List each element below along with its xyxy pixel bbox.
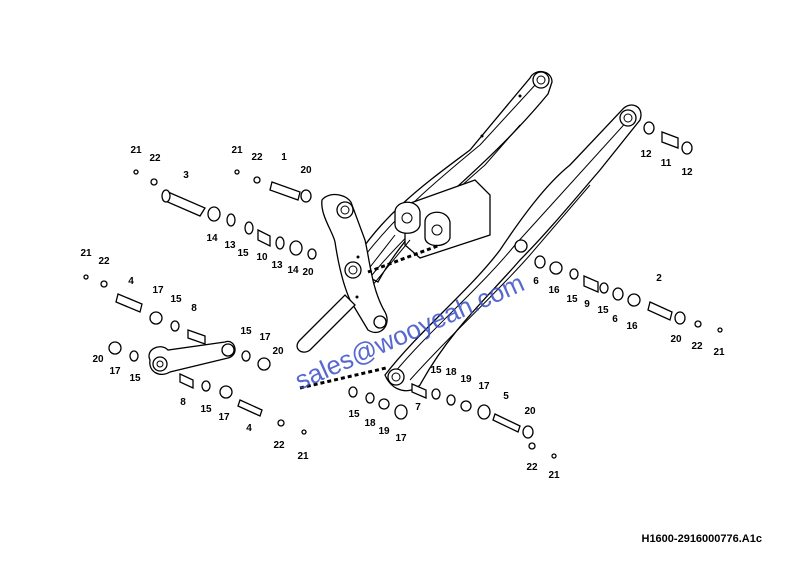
pin-1-assembly (234, 169, 312, 203)
callout-c11: 10 (256, 252, 268, 263)
callout-c17: 4 (128, 276, 134, 287)
callout-c23: 20 (272, 346, 284, 357)
drawing-code: H1600-2916000776.A1c (641, 533, 763, 545)
callout-c53: 18 (445, 367, 457, 378)
pin-4-upper-assembly (83, 274, 271, 371)
callout-c21: 15 (240, 326, 252, 337)
callout-c58: 22 (526, 462, 538, 473)
callout-c8: 14 (206, 233, 218, 244)
callout-c14: 20 (302, 267, 314, 278)
callout-c59: 21 (548, 470, 560, 481)
callout-c19: 15 (170, 294, 182, 305)
pin-4-lower-assembly (108, 341, 307, 435)
callout-c30: 4 (246, 423, 252, 434)
callout-c47: 15 (348, 409, 360, 420)
callout-c38: 15 (566, 294, 578, 305)
bellcrank-lever (296, 193, 388, 353)
pin-2-assembly (534, 255, 723, 333)
callout-c9: 13 (224, 240, 236, 251)
callout-c27: 8 (180, 397, 186, 408)
connection-line-lower (299, 366, 387, 390)
callout-c28: 15 (200, 404, 212, 415)
callout-c41: 6 (612, 314, 618, 325)
callout-c44: 20 (670, 334, 682, 345)
pin-11-assembly (643, 121, 693, 155)
callout-c26: 15 (129, 373, 141, 384)
pin-5-assembly (348, 383, 557, 459)
callout-c39: 9 (584, 299, 590, 310)
callout-c52: 15 (430, 365, 442, 376)
callout-c5: 22 (251, 152, 263, 163)
connection-line-upper (367, 243, 441, 274)
callout-c20: 8 (191, 303, 197, 314)
callout-c55: 17 (478, 381, 490, 392)
callout-c31: 22 (273, 440, 285, 451)
callout-c36: 6 (533, 276, 539, 287)
callout-c43: 2 (656, 273, 662, 284)
callout-c1: 21 (130, 145, 142, 156)
callout-c49: 19 (378, 426, 390, 437)
callout-c57: 20 (524, 406, 536, 417)
callout-c51: 7 (415, 402, 421, 413)
callout-c48: 18 (364, 418, 376, 429)
callout-c34: 11 (661, 158, 672, 169)
callout-c50: 17 (395, 433, 407, 444)
callout-c7: 20 (300, 165, 312, 176)
callout-c2: 22 (149, 153, 161, 164)
callout-c54: 19 (460, 374, 472, 385)
callout-c40: 15 (597, 305, 609, 316)
callout-c18: 17 (152, 285, 164, 296)
callout-c22: 17 (259, 332, 271, 343)
callout-c15: 21 (80, 248, 92, 259)
callout-c24: 20 (92, 354, 104, 365)
callout-c29: 17 (218, 412, 230, 423)
cross-tube (359, 179, 491, 287)
callout-c10: 15 (237, 248, 249, 259)
pin-3-assembly (133, 169, 317, 260)
callout-c3: 3 (183, 170, 189, 181)
callout-c16: 22 (98, 256, 110, 267)
tilt-link (148, 340, 236, 375)
callout-c13: 14 (287, 265, 299, 276)
callout-c4: 21 (231, 145, 243, 156)
callout-c42: 16 (626, 321, 638, 332)
callout-c45: 22 (691, 341, 703, 352)
callout-c35: 12 (681, 167, 693, 178)
callout-c6: 1 (281, 152, 287, 163)
callout-c25: 17 (109, 366, 121, 377)
callout-c46: 21 (713, 347, 725, 358)
callout-c12: 13 (271, 260, 283, 271)
callout-c33: 12 (640, 149, 652, 160)
callout-c56: 5 (503, 391, 509, 402)
callout-c32: 21 (297, 451, 309, 462)
callout-c37: 16 (548, 285, 560, 296)
right-boom-arm (384, 104, 642, 392)
